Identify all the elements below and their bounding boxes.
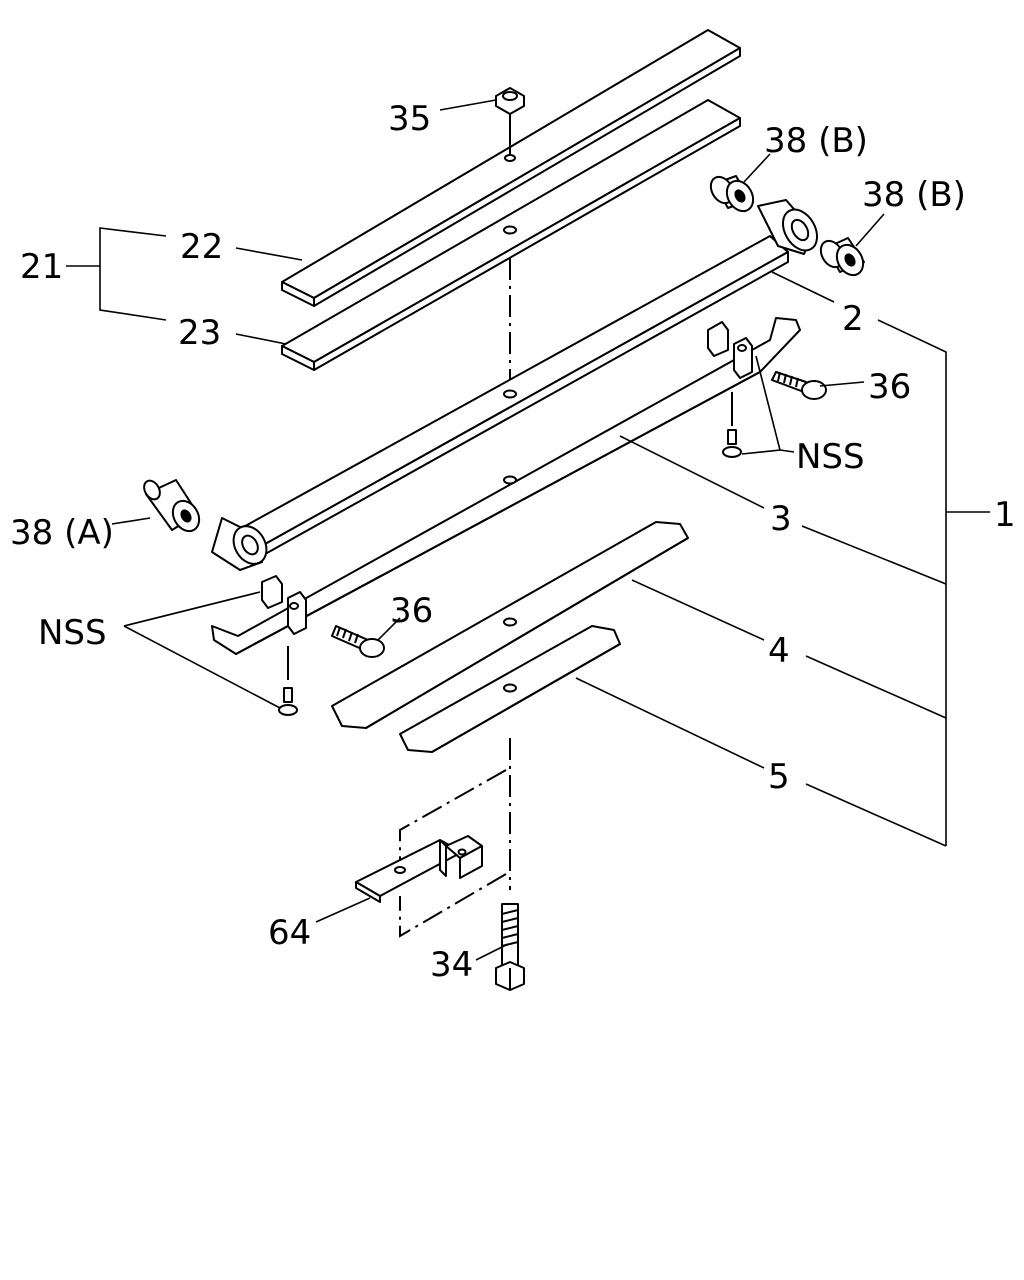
callout-36-left: 36 bbox=[390, 591, 433, 631]
part-3-second-leaf bbox=[211, 317, 801, 655]
front-eye bbox=[211, 517, 268, 571]
part-38b-bushing-lower bbox=[819, 237, 865, 277]
callout-2: 2 bbox=[842, 299, 864, 339]
left-rivet bbox=[278, 646, 298, 716]
bracket-1-spine bbox=[877, 319, 947, 846]
callout-38b-lower: 38 (B) bbox=[862, 175, 966, 215]
callout-38a: 38 (A) bbox=[10, 513, 114, 553]
part-36-bolt-left bbox=[331, 625, 385, 658]
callout-nss-left: NSS bbox=[38, 613, 107, 653]
callout-36-right: 36 bbox=[868, 367, 911, 407]
callout-nss-right: NSS bbox=[796, 437, 865, 477]
part-38a-bushing bbox=[143, 479, 201, 533]
center-lines-lower bbox=[399, 738, 511, 938]
callout-22: 22 bbox=[180, 227, 223, 267]
callout-35: 35 bbox=[388, 99, 431, 139]
callout-5: 5 bbox=[768, 757, 790, 797]
part-23-shim-plate bbox=[281, 99, 741, 371]
part-34-center-bolt bbox=[495, 903, 525, 991]
part-5-leaf bbox=[399, 625, 621, 753]
callout-23: 23 bbox=[178, 313, 221, 353]
part-64-bracket bbox=[355, 835, 483, 903]
leader-lines bbox=[66, 99, 947, 961]
callout-34: 34 bbox=[430, 945, 473, 985]
callout-64: 64 bbox=[268, 913, 311, 953]
part-36-bolt-right bbox=[771, 371, 827, 400]
right-clip bbox=[707, 321, 753, 379]
part-38b-bushing-upper bbox=[709, 175, 755, 213]
callout-21: 21 bbox=[20, 247, 63, 287]
callout-4: 4 bbox=[768, 631, 790, 671]
part-22-shim-plate bbox=[281, 29, 741, 307]
callout-3: 3 bbox=[770, 499, 792, 539]
rear-eye bbox=[757, 199, 819, 255]
left-clip bbox=[261, 575, 307, 635]
right-rivet bbox=[722, 392, 742, 458]
part-35-nut bbox=[495, 87, 525, 162]
callout-1: 1 bbox=[994, 495, 1016, 535]
part-4-leaf bbox=[331, 521, 689, 729]
callout-38b-upper: 38 (B) bbox=[764, 121, 868, 161]
